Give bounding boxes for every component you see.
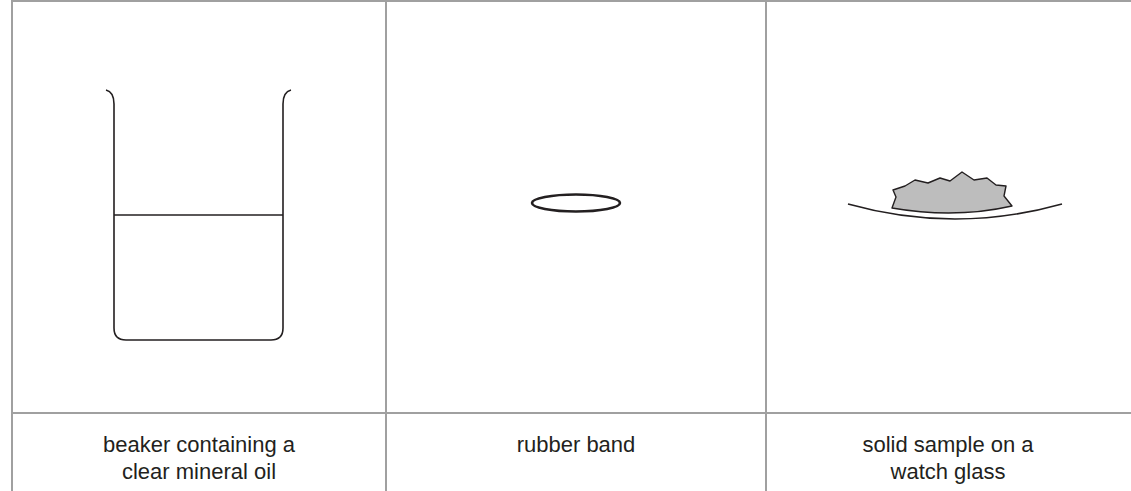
watch-glass-drawing xyxy=(848,172,1062,219)
table-cell-caption: solid sample on a watch glass xyxy=(838,431,1058,485)
table-grid xyxy=(12,0,1131,491)
beaker-drawing xyxy=(106,90,291,340)
table-cell-caption: beaker containing a clear mineral oil xyxy=(89,431,309,485)
table-cell-caption: rubber band xyxy=(466,431,686,458)
rubber-band-drawing xyxy=(532,195,620,212)
